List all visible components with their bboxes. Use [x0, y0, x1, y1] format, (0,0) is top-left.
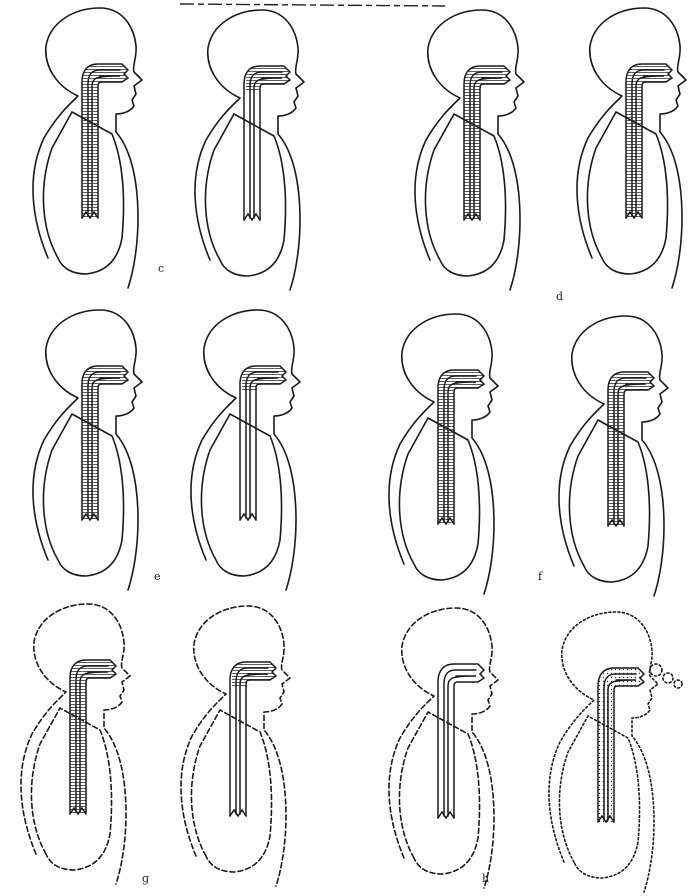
tube-fill — [82, 366, 128, 520]
lung-cavity — [201, 414, 281, 576]
droplet — [650, 664, 662, 676]
top-scan-line — [180, 4, 445, 6]
breath-droplets — [650, 664, 682, 688]
head-figure-g2 — [181, 606, 290, 886]
tube-fill — [438, 664, 484, 818]
head-figure-d1 — [415, 10, 524, 290]
head-figure-a2 — [195, 10, 304, 290]
droplet — [663, 673, 673, 683]
droplet — [674, 680, 682, 688]
head-figure-f1 — [389, 314, 498, 594]
lung-cavity — [399, 712, 479, 874]
tube-end — [230, 810, 246, 816]
head-figure-h2 — [549, 612, 658, 892]
head-figure-d2 — [577, 8, 686, 288]
head-figure-e2 — [191, 310, 300, 590]
lung-cavity — [191, 710, 271, 872]
panel-letter-c: c — [158, 262, 164, 275]
lung-cavity — [205, 114, 285, 276]
tube-end — [438, 812, 454, 818]
tube-fill — [626, 64, 672, 218]
figures-layer — [21, 8, 686, 892]
head-figure-g1 — [21, 604, 130, 884]
panel-letter-e: e — [154, 570, 161, 583]
tube-outer-wall — [438, 664, 484, 818]
tube-fill — [598, 668, 644, 822]
head-figure-e1 — [33, 310, 142, 590]
tube-fill — [70, 660, 116, 814]
tube-end — [240, 514, 256, 520]
tube-fill — [608, 372, 654, 526]
panel-letter-f: f — [538, 570, 543, 583]
panel-letter-h: h — [482, 872, 489, 885]
head-figure-a1 — [33, 8, 142, 288]
tube-end — [244, 214, 260, 220]
tube-fill — [438, 370, 484, 524]
head-figure-h1 — [389, 608, 498, 888]
panel-letters: c d e f g h — [142, 262, 563, 885]
head-figure-f2 — [559, 316, 668, 596]
tube-fill — [82, 64, 128, 218]
tube-fill — [464, 66, 510, 220]
panel-letter-g: g — [142, 872, 149, 885]
panel-letter-d: d — [556, 290, 563, 303]
